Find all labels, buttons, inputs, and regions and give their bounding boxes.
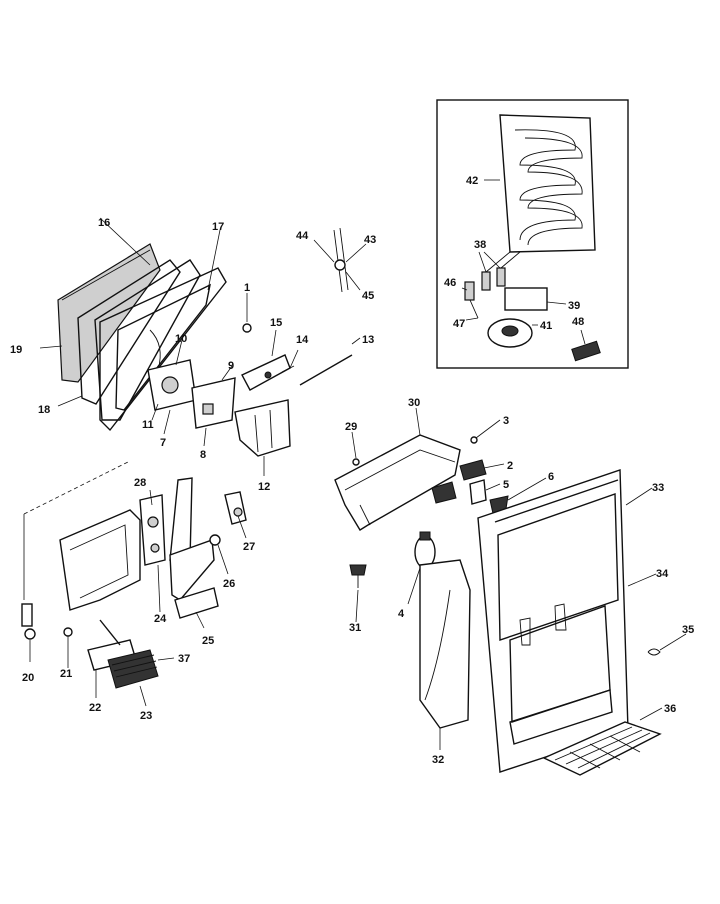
label-31: 31 (349, 622, 361, 634)
dispenser-mechanism (334, 407, 547, 623)
label-30: 30 (408, 397, 420, 409)
label-19: 19 (10, 344, 22, 356)
label-28: 28 (134, 477, 146, 489)
label-3: 3 (503, 415, 509, 427)
label-46: 46 (444, 277, 456, 289)
label-23: 23 (140, 710, 152, 722)
label-6: 6 (548, 471, 554, 483)
door-parts (147, 339, 236, 447)
label-25: 25 (202, 635, 214, 647)
label-11: 11 (142, 419, 154, 431)
actuator-assembly (21, 461, 247, 707)
label-9: 9 (228, 360, 234, 372)
part-labels: 1 2 3 4 5 6 7 8 9 10 11 12 13 14 15 16 1… (10, 175, 694, 766)
label-35: 35 (682, 624, 694, 636)
label-32: 32 (432, 754, 444, 766)
label-14: 14 (296, 334, 309, 346)
label-48: 48 (572, 316, 584, 328)
label-5: 5 (503, 479, 509, 491)
label-15: 15 (270, 317, 282, 329)
label-39: 39 (568, 300, 580, 312)
label-21: 21 (60, 668, 72, 680)
label-43: 43 (364, 234, 376, 246)
label-27: 27 (243, 541, 255, 553)
bracket-parts (234, 293, 361, 476)
label-45: 45 (362, 290, 374, 302)
label-34: 34 (656, 568, 669, 580)
pins-43-45 (313, 227, 367, 293)
label-29: 29 (345, 421, 357, 433)
label-26: 26 (223, 578, 235, 590)
label-1: 1 (244, 282, 250, 294)
label-13: 13 (362, 334, 374, 346)
label-16: 16 (98, 217, 110, 229)
chute-cover (419, 559, 471, 750)
label-44: 44 (296, 230, 309, 242)
label-12: 12 (258, 481, 270, 493)
label-37: 37 (178, 653, 190, 665)
label-47: 47 (453, 318, 465, 330)
label-4: 4 (398, 608, 405, 620)
heater-inset (436, 99, 629, 369)
chute-assembly (39, 217, 227, 432)
label-10: 10 (175, 333, 187, 345)
label-17: 17 (212, 221, 224, 233)
label-33: 33 (652, 482, 664, 494)
label-2: 2 (507, 460, 513, 472)
label-36: 36 (664, 703, 676, 715)
label-38: 38 (474, 239, 486, 251)
label-41: 41 (540, 320, 552, 332)
label-24: 24 (154, 613, 167, 625)
label-20: 20 (22, 672, 34, 684)
housing (477, 469, 687, 776)
label-18: 18 (38, 404, 50, 416)
label-8: 8 (200, 449, 206, 461)
label-7: 7 (160, 437, 166, 449)
label-42: 42 (466, 175, 478, 187)
label-22: 22 (89, 702, 101, 714)
